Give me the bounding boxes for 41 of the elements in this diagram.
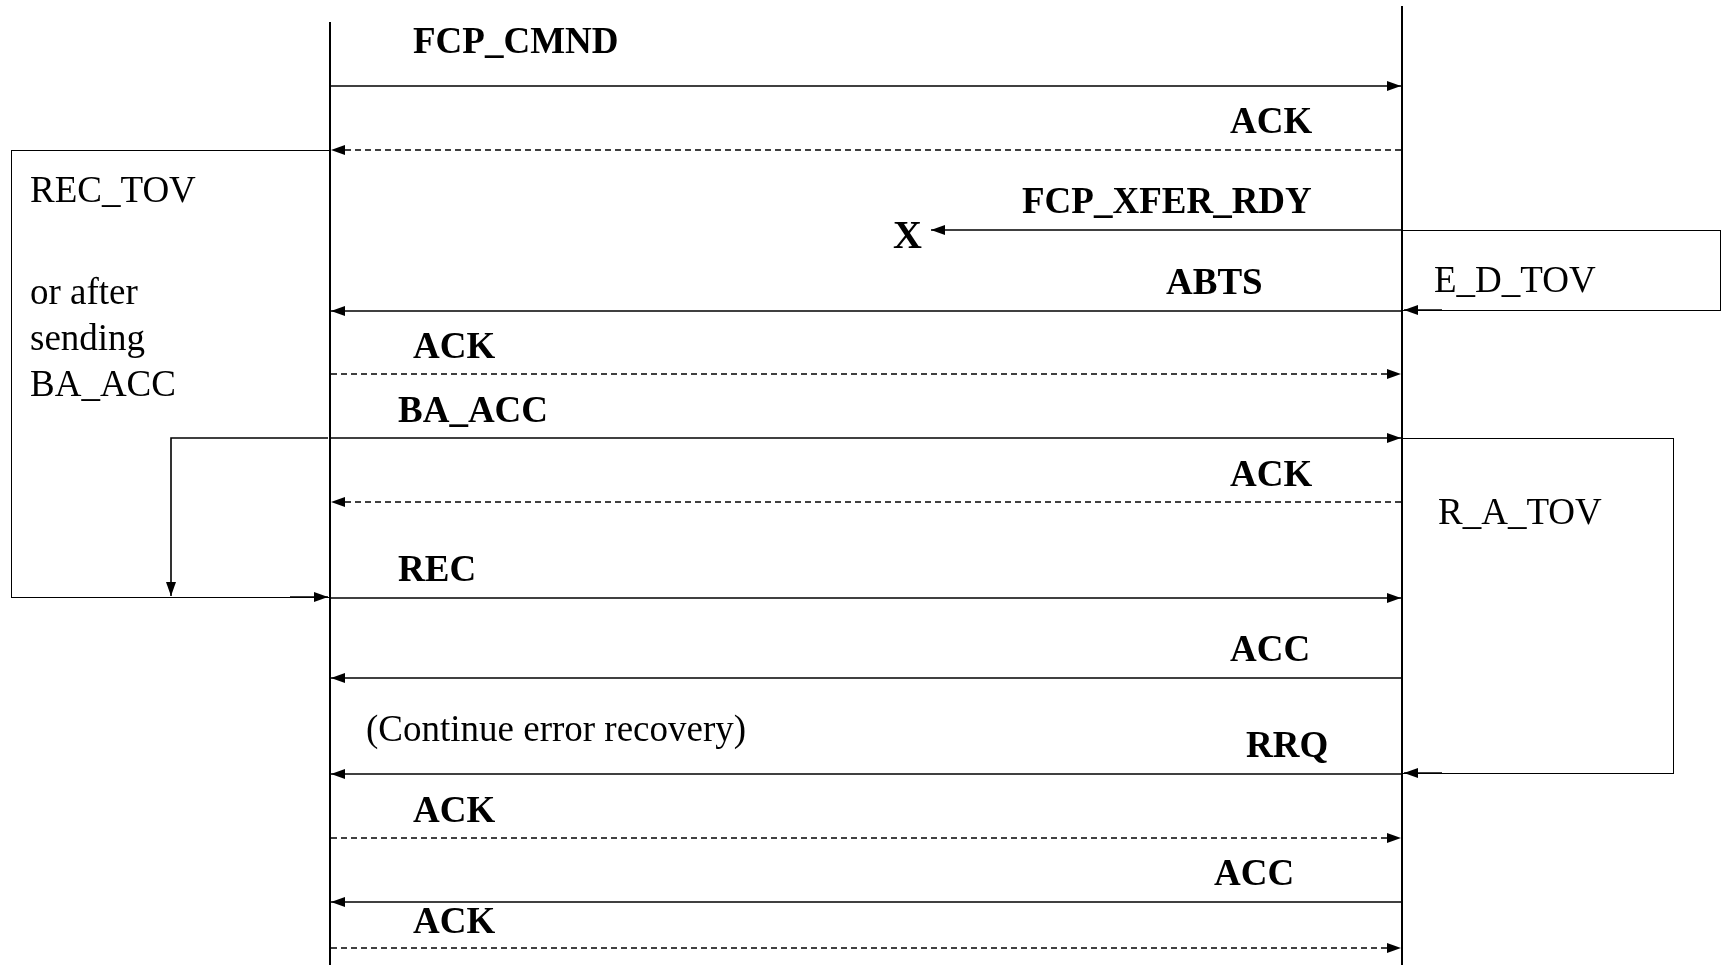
timer-bracket [1402,230,1721,311]
note-text: (Continue error recovery) [366,707,747,751]
message-label: BA_ACC [398,389,549,431]
dashed-arrow [330,943,1402,953]
arrow [330,673,1402,683]
timer-label: R_A_TOV [1438,490,1602,534]
arrow [330,593,1402,603]
message-label: ABTS [1166,261,1263,303]
arrow [930,225,1402,235]
dashed-arrow [330,497,1402,507]
arrow [166,437,329,597]
arrow [330,433,1402,443]
dashed-arrow [330,369,1402,379]
message-label: RRQ [1246,724,1329,766]
message-label: ACK [413,900,496,942]
arrow [1403,305,1443,315]
arrow [330,306,1402,316]
message-label: ACK [413,789,496,831]
message-label: ACK [1230,100,1313,142]
lifeline [1401,6,1403,965]
lifeline [329,22,331,965]
cross-mark: X [893,212,922,258]
timer-bracket [1402,438,1674,774]
message-label: REC [398,548,477,590]
arrow [289,592,329,602]
timer-label: E_D_TOV [1434,258,1596,302]
arrow [1403,768,1443,778]
arrow [330,769,1402,779]
arrow [330,81,1402,91]
dashed-arrow [330,833,1402,843]
timer-bracket [11,150,330,598]
dashed-arrow [330,145,1402,155]
message-label: ACK [1230,453,1313,495]
message-label: FCP_XFER_RDY [1022,180,1312,222]
message-label: ACC [1230,628,1311,670]
message-label: FCP_CMND [413,20,619,62]
arrow [330,897,1402,907]
timer-note: or after sending BA_ACC [30,270,177,406]
timer-label: REC_TOV [30,168,196,212]
message-label: ACC [1214,852,1295,894]
message-label: ACK [413,325,496,367]
